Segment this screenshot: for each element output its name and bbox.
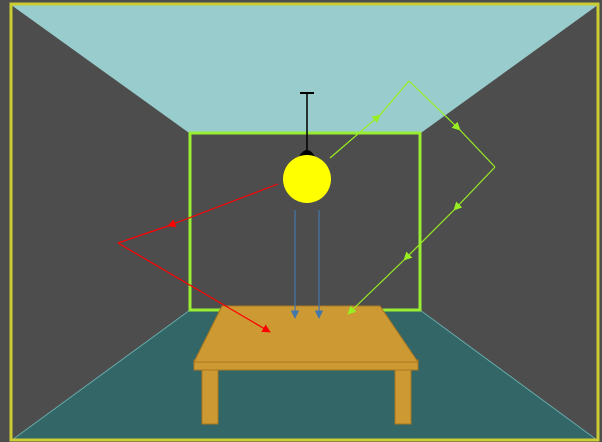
light-bulb [283, 155, 331, 203]
green-ray-segment-1 [329, 114, 381, 159]
edge-top-right [419, 4, 598, 134]
green-ray-segment-3 [408, 80, 461, 131]
green-ray-segment-7 [347, 259, 405, 315]
floor [12, 310, 597, 440]
edge-bottom-left [11, 309, 191, 441]
direct-light-rays [290, 210, 324, 319]
green-ray-segment-2 [379, 80, 410, 116]
edge-top-left [11, 4, 191, 134]
red-ray-segment-2 [117, 225, 169, 244]
green-ray-segment-4 [459, 129, 496, 168]
lamp [283, 92, 331, 203]
edge-bottom-right [419, 309, 598, 441]
table-leg-left [201, 367, 219, 425]
red-ray-segment-3 [117, 242, 271, 333]
red-reflected-ray [117, 183, 279, 333]
green-ray-segment-6 [403, 209, 455, 261]
red-ray-segment-1 [167, 183, 279, 228]
outer-frame [9, 2, 600, 442]
table-leg-right [394, 367, 412, 425]
ceiling [12, 5, 597, 133]
green-reflected-ray [329, 80, 496, 315]
table-top [193, 305, 419, 363]
green-ray-segment-5 [453, 166, 496, 211]
